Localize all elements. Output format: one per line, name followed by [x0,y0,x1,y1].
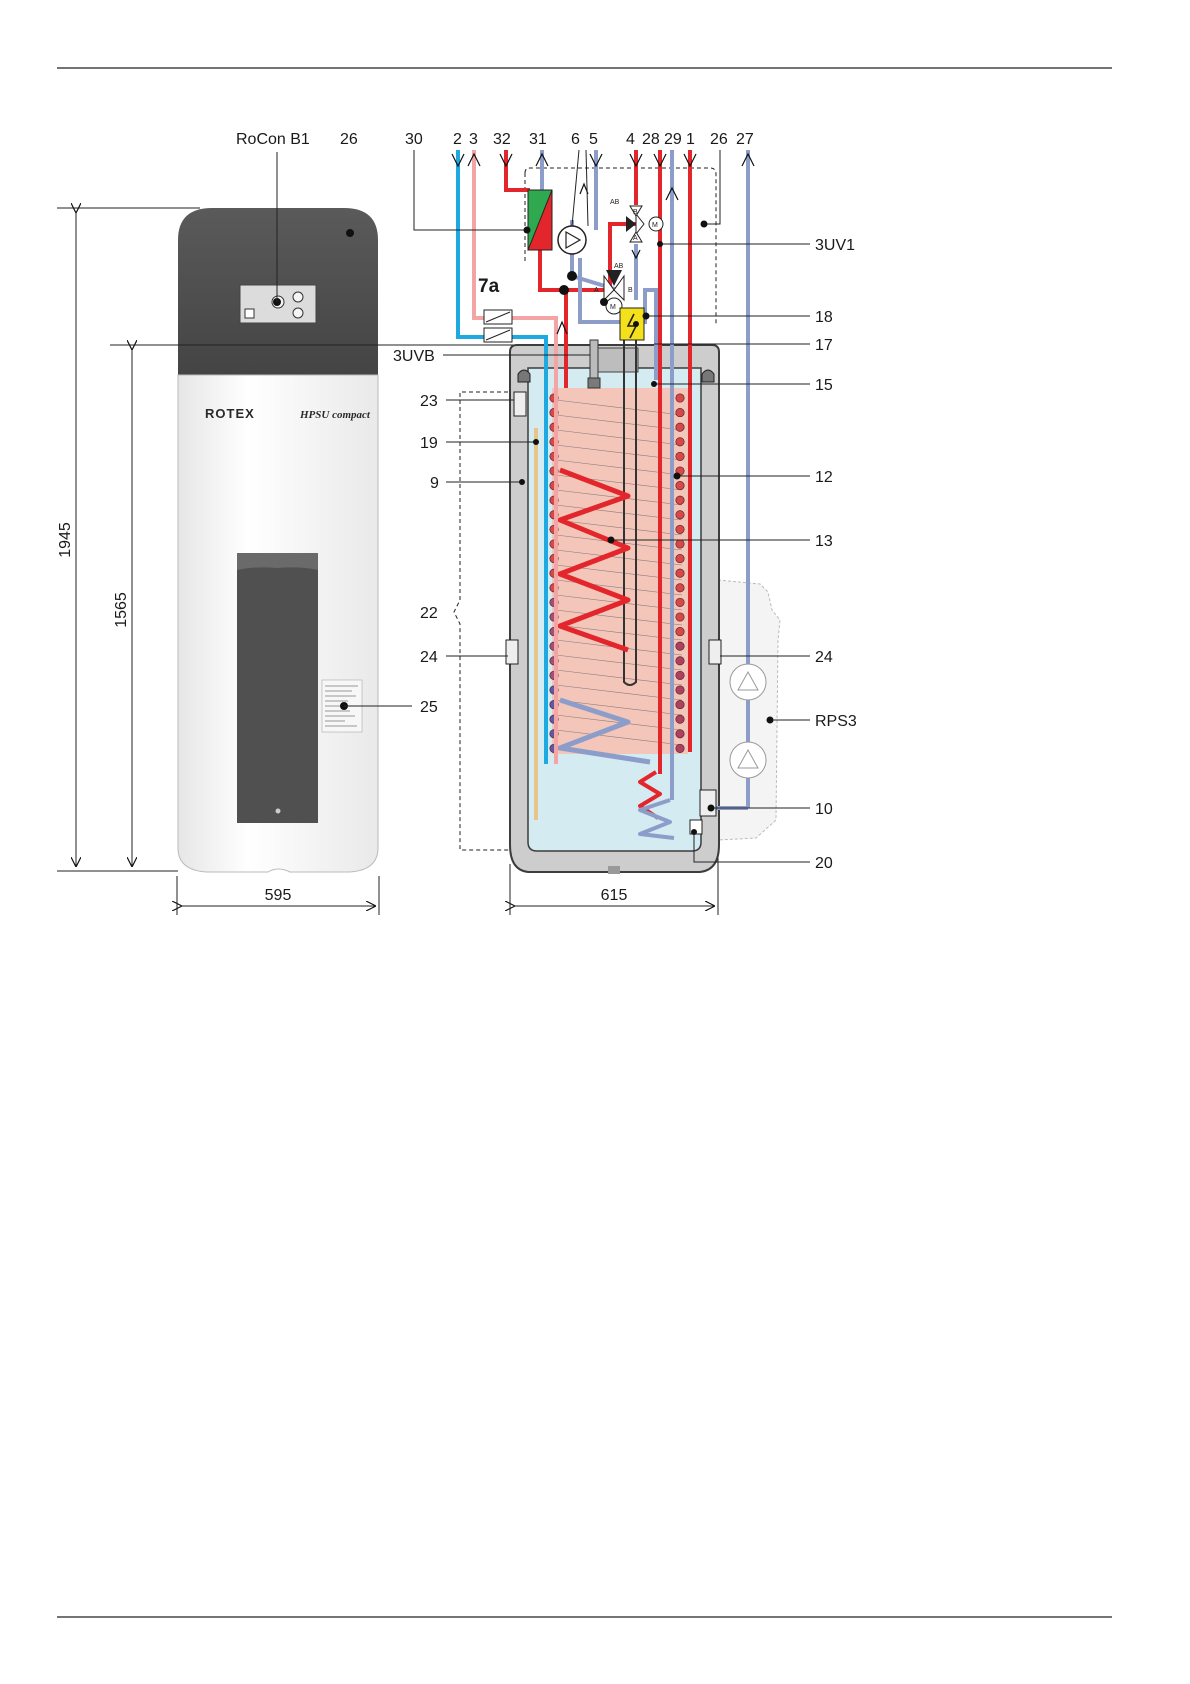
label-22: 22 [420,605,438,622]
flow-sensor-7a [484,310,512,342]
svg-text:B: B [633,209,638,216]
backup-bracket [454,392,510,850]
dim-615: 615 [601,887,628,904]
coil-dot-right [676,686,684,694]
label-3: 3 [469,131,478,148]
label-12: 12 [815,469,833,486]
section-view: M AB B A M AB A B [414,150,810,874]
label-1: 1 [686,131,695,148]
coil-dot-right [676,525,684,533]
label-3uvb: 3UVB [393,348,435,365]
model-logo: HPSU compact [299,409,371,421]
brand-logo: ROTEX [205,406,255,421]
coil-dot-right [676,569,684,577]
label-28: 28 [642,131,660,148]
pump-6 [558,226,586,254]
coil-dot-right [676,700,684,708]
label-27: 27 [736,131,754,148]
backup-heater-18 [620,308,644,340]
socket-24-left [506,640,518,664]
socket-top-right [702,370,714,382]
dim-1565: 1565 [113,592,130,628]
label-23: 23 [420,393,438,410]
tank-foot [608,866,620,874]
front-panel [237,553,318,823]
svg-text:B: B [628,287,633,294]
label-6: 6 [571,131,580,148]
coil-dot-right [676,423,684,431]
coil-dot-right [676,438,684,446]
label-29: 29 [664,131,682,148]
controller-display [245,309,254,318]
coil-dot-right [676,598,684,606]
label-13: 13 [815,533,833,550]
coil-dot-right [676,540,684,548]
svg-text:A: A [633,235,638,242]
coil-dot-right [676,408,684,416]
front-view: ROTEX HPSU compact [178,152,412,872]
front-panel-top [237,553,318,570]
label-7a: 7a [478,276,500,297]
label-18: 18 [815,309,833,326]
coil-dot-right [676,671,684,679]
coil-dot-right [676,554,684,562]
label-25: 25 [420,699,438,716]
label-24-right: 24 [815,649,833,666]
pipe-red-32 [506,150,530,190]
plate-heat-exchanger [528,190,552,250]
dim-595: 595 [265,887,292,904]
coil-dot-right [676,496,684,504]
coil-dot-right [676,394,684,402]
label-2: 2 [453,131,462,148]
controller-knob-3 [293,308,303,318]
label-15: 15 [815,377,833,394]
rps3-pump-bottom [730,742,766,778]
label-rps3: RPS3 [815,713,857,730]
socket-10 [700,790,716,816]
svg-text:AB: AB [610,199,620,206]
casing-pointer-dot [346,229,354,237]
label-3uv1: 3UV1 [815,237,855,254]
coil-dot-right [676,744,684,752]
coil-dot-right [676,642,684,650]
label-9: 9 [430,475,439,492]
svg-text:A: A [594,287,599,294]
dim-1945: 1945 [57,522,74,558]
label-20: 20 [815,855,833,872]
label-26-side: 26 [710,131,728,148]
coil-dot-right [676,730,684,738]
sensor-17-tip [588,378,600,388]
label-10: 10 [815,801,833,818]
label-31: 31 [529,131,547,148]
controller-knob-2 [293,292,303,302]
sensor-17 [590,340,598,380]
coil-dot-right [676,715,684,723]
rps3-pump-top [730,664,766,700]
valve-3uv1: M AB B A [610,199,663,242]
svg-text:M: M [610,304,616,311]
label-24-left: 24 [420,649,438,666]
coil-dot-right [676,511,684,519]
label-17: 17 [815,337,833,354]
label-rocon-b1: RoCon B1 [236,131,310,148]
label-30: 30 [405,131,423,148]
coil-dot-right [676,452,684,460]
coil-dot-right [676,481,684,489]
label-5: 5 [589,131,598,148]
socket-24-right [709,640,721,664]
coil-dot-right [676,657,684,665]
label-32: 32 [493,131,511,148]
label-26-front: 26 [340,131,358,148]
coil-dot-right [676,613,684,621]
svg-text:M: M [652,222,658,229]
coil-dot-right [676,627,684,635]
svg-text:AB: AB [614,263,624,270]
coil-dot-right [676,584,684,592]
label-4: 4 [626,131,635,148]
panel-indicator [276,809,281,814]
label-19: 19 [420,435,438,452]
